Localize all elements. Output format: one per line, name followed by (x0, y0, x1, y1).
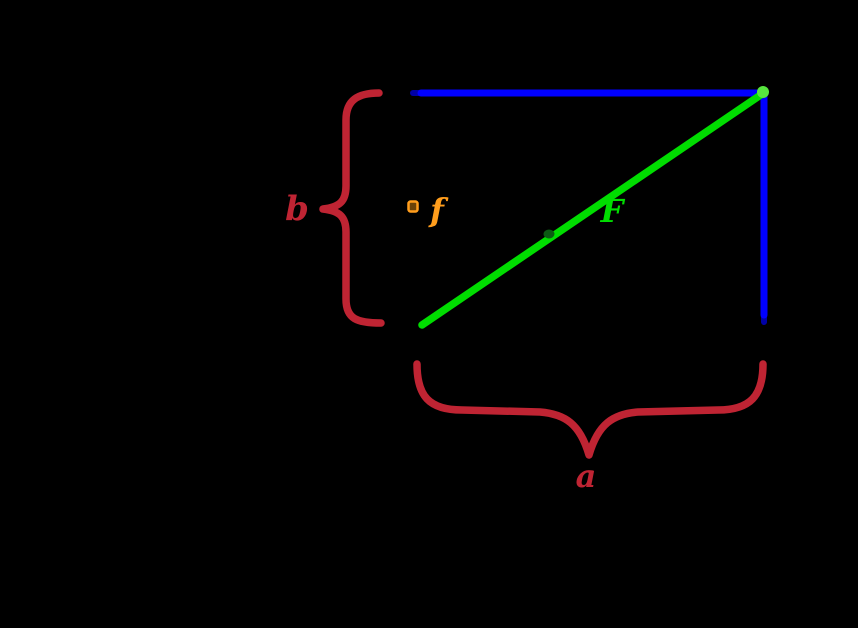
marker-dot (407, 200, 419, 213)
brace-a (413, 360, 767, 459)
label-b: b (285, 189, 309, 229)
hypotenuse-tip-dot (757, 86, 769, 98)
hypotenuse-line (418, 88, 769, 329)
label-F: F (600, 192, 626, 230)
label-f: f (428, 191, 449, 229)
label-a: a (576, 457, 597, 495)
hypotenuse-smudge (543, 229, 555, 239)
brace-b (319, 89, 385, 327)
